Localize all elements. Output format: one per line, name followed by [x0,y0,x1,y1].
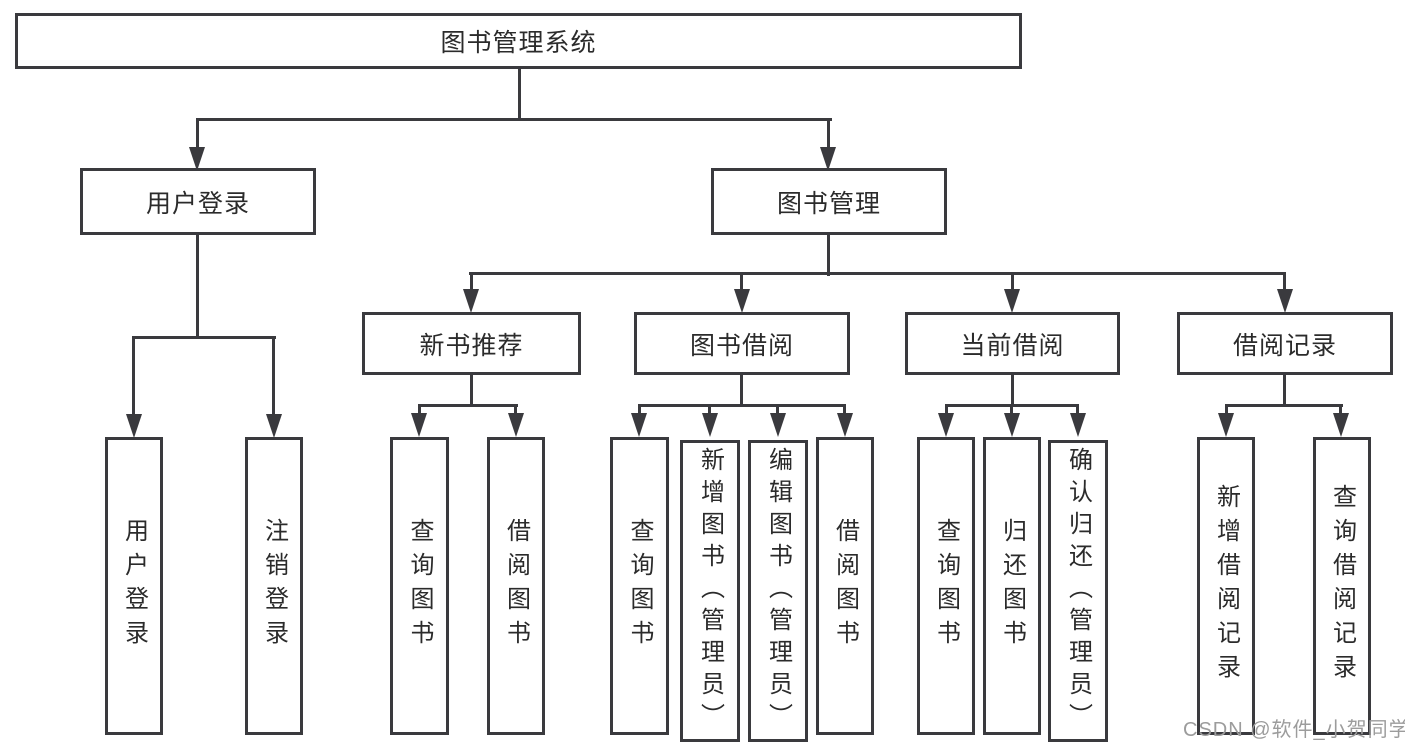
connector-vline [776,404,779,416]
connector-vline [196,118,199,150]
connector-vline [638,404,641,416]
connector-hline [1225,404,1343,407]
watermark-csdn: CSDN @软件_小贺同学 [1183,719,1405,741]
connector-vline [470,272,473,294]
arrow-down-icon [508,413,524,437]
arrow-down-icon [126,414,142,438]
connector-vline [1011,272,1014,294]
connector-vline [945,404,948,416]
connector-vline [1011,373,1014,407]
connector-vline [1339,404,1342,416]
leaf-logout-login: 注销登录 [245,437,303,735]
connector-vline [827,235,830,276]
connector-vline [843,404,846,416]
arrow-down-icon [1277,289,1293,313]
connector-vline [827,118,830,150]
leaf-query-books-current: 查询图书 [917,437,975,735]
arrow-down-icon [266,414,282,438]
connector-vline [196,235,199,339]
arrow-down-icon [770,413,786,437]
arrow-down-icon [1004,413,1020,437]
connector-vline [272,336,275,416]
connector-vline [418,404,421,416]
node-book-borrowing: 图书借阅 [634,312,850,375]
connector-hline [469,272,1286,275]
connector-vline [132,336,135,416]
connector-vline [1010,404,1013,416]
arrow-down-icon [1004,289,1020,313]
leaf-borrow-books-borrowing: 借阅图书 [816,437,874,735]
leaf-add-books-admin: 新增图书（管理员） [680,440,740,742]
connector-vline [708,404,711,416]
leaf-return-books: 归还图书 [983,437,1041,735]
connector-hline [638,404,846,407]
leaf-add-borrow-record: 新增借阅记录 [1197,437,1255,735]
node-library-management-system: 图书管理系统 [15,13,1022,69]
connector-vline [740,272,743,294]
connector-vline [1225,404,1228,416]
connector-vline [514,404,517,416]
leaf-borrow-books-recommend: 借阅图书 [487,437,545,735]
arrow-down-icon [463,289,479,313]
arrow-down-icon [411,413,427,437]
node-user-login: 用户登录 [80,168,316,235]
connector-vline [740,373,743,407]
node-book-management: 图书管理 [711,168,947,235]
arrow-down-icon [938,413,954,437]
connector-vline [1283,373,1286,407]
leaf-query-books-recommend: 查询图书 [390,437,449,735]
arrow-down-icon [837,413,853,437]
arrow-down-icon [702,413,718,437]
connector-vline [1283,272,1286,294]
connector-hline [196,118,832,121]
leaf-confirm-return-admin: 确认归还（管理员） [1048,440,1108,742]
connector-vline [470,373,473,407]
arrow-down-icon [1333,413,1349,437]
node-current-borrowing: 当前借阅 [905,312,1120,375]
connector-vline [518,67,521,120]
connector-hline [418,404,518,407]
arrow-down-icon [189,147,205,171]
arrow-down-icon [734,289,750,313]
arrow-down-icon [820,147,836,171]
arrow-down-icon [631,413,647,437]
arrow-down-icon [1218,413,1234,437]
arrow-down-icon [1070,413,1086,437]
node-new-book-recommendation: 新书推荐 [362,312,581,375]
connector-vline [1076,404,1079,416]
leaf-query-borrow-record: 查询借阅记录 [1313,437,1371,735]
connector-hline [132,336,276,339]
node-borrowing-records: 借阅记录 [1177,312,1393,375]
leaf-query-books-borrowing: 查询图书 [610,437,669,735]
leaf-edit-books-admin: 编辑图书（管理员） [748,440,808,742]
leaf-user-login: 用户登录 [105,437,163,735]
